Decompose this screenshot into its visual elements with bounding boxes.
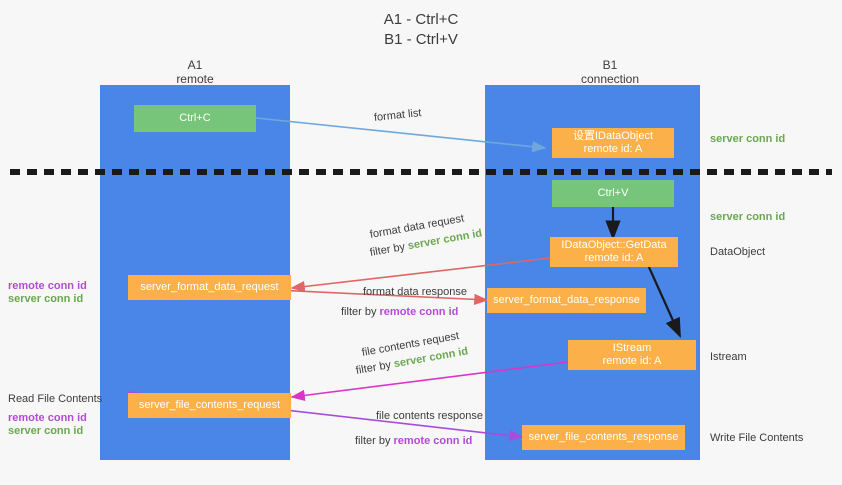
box-server-format-data-request[interactable]: server_format_data_request	[128, 275, 291, 300]
label-format-data-response-filter: filter by remote conn id	[341, 305, 458, 319]
label-format-data-response: format data response	[363, 286, 467, 298]
box-ctrl-v[interactable]: Ctrl+V	[552, 180, 674, 207]
note-write-file-contents: Write File Contents	[710, 432, 804, 444]
note-read-file-contents: Read File Contents	[8, 393, 103, 405]
box-server-file-contents-request-label: server_file_contents_request	[138, 399, 281, 411]
box-idataobject-remote-id: remote id: A	[583, 143, 643, 155]
filter-prefix: filter by	[355, 435, 394, 447]
filter-prefix: filter by	[354, 358, 395, 377]
filter-prefix: filter by	[341, 306, 380, 318]
box-server-format-data-response[interactable]: server_format_data_response	[487, 288, 646, 313]
lane-b1-name: B1	[602, 58, 618, 72]
note-server-conn-id-1: server conn id	[8, 293, 84, 305]
label-file-contents-response: file contents response	[376, 410, 484, 422]
box-server-file-contents-request[interactable]: server_file_contents_request	[128, 393, 291, 418]
note-remote-conn-id-1: remote conn id	[8, 280, 87, 292]
box-idataobject[interactable]: 设置IDataObject remote id: A	[552, 128, 674, 158]
note-istream: Istream	[710, 351, 747, 363]
note-server-conn-id-mid: server conn id	[710, 211, 786, 223]
lane-a1-name: A1	[187, 58, 203, 72]
note-server-conn-id-2: server conn id	[8, 425, 84, 437]
title-line-2: B1 - Ctrl+V	[384, 31, 458, 48]
label-file-contents-response-filter: filter by remote conn id	[355, 434, 472, 448]
note-dataobject: DataObject	[710, 246, 766, 258]
box-idataobject-getdata[interactable]: IDataObject::GetData remote id: A	[550, 237, 678, 267]
box-server-file-contents-response[interactable]: server_file_contents_response	[522, 425, 685, 450]
lane-header-b1: B1 connection	[535, 58, 685, 86]
filter-key-remote-conn-id: remote conn id	[379, 306, 459, 318]
box-istream-title: IStream	[612, 342, 652, 354]
note-remote-conn-id-2: remote conn id	[8, 412, 87, 424]
box-istream-remote-id: remote id: A	[602, 355, 662, 367]
box-server-format-data-response-label: server_format_data_response	[493, 294, 640, 306]
box-ctrl-c[interactable]: Ctrl+C	[134, 105, 256, 132]
lane-header-a1: A1 remote	[120, 58, 270, 86]
box-getdata-remote-id: remote id: A	[584, 252, 644, 264]
box-istream[interactable]: IStream remote id: A	[568, 340, 696, 370]
note-server-conn-id-top: server conn id	[710, 133, 786, 145]
filter-prefix: filter by	[368, 240, 409, 259]
page-title: A1 - Ctrl+C B1 - Ctrl+V	[0, 10, 842, 50]
box-server-file-contents-response-label: server_file_contents_response	[528, 431, 679, 443]
lane-b1-role: connection	[580, 72, 640, 86]
label-format-list: format list	[373, 107, 423, 124]
title-line-1: A1 - Ctrl+C	[383, 11, 459, 28]
box-idataobject-title: 设置IDataObject	[572, 130, 654, 142]
lane-a1-role: remote	[176, 72, 214, 86]
box-getdata-title: IDataObject::GetData	[561, 239, 667, 251]
box-server-format-data-request-label: server_format_data_request	[140, 281, 279, 293]
box-ctrl-v-label: Ctrl+V	[597, 187, 629, 199]
filter-key-remote-conn-id: remote conn id	[393, 435, 473, 447]
box-ctrl-c-label: Ctrl+C	[179, 112, 211, 124]
